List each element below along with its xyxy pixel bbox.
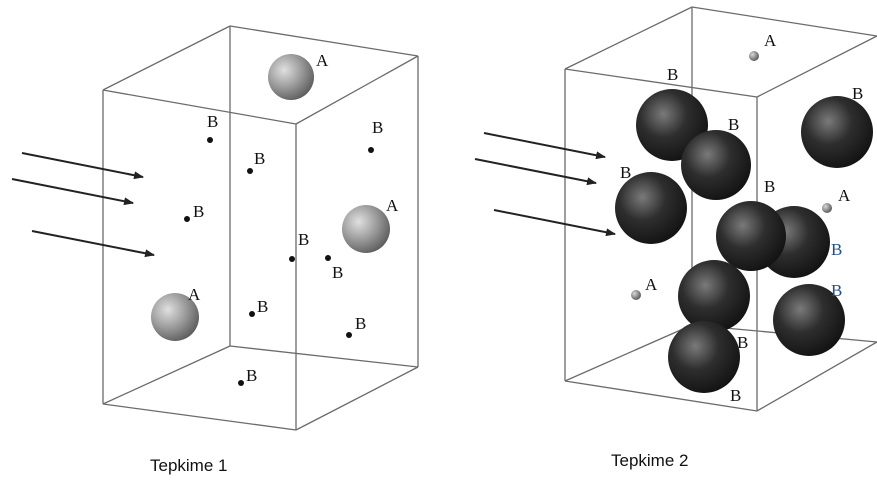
arrow <box>11 178 134 206</box>
molecule-label: B <box>254 149 265 168</box>
molecule-a <box>151 293 199 341</box>
molecule-label: B <box>372 118 383 137</box>
molecule-b <box>325 255 331 261</box>
molecule-label: B <box>193 202 204 221</box>
molecule-label: B <box>246 366 257 385</box>
molecule-b <box>184 216 190 222</box>
molecule-b <box>678 260 750 332</box>
panel-2-arrows <box>474 132 616 237</box>
molecule-b <box>716 201 786 271</box>
molecule-b <box>801 96 873 168</box>
molecule-label: B <box>207 112 218 131</box>
panel-caption: Tepkime 1 <box>150 456 227 475</box>
molecule-label: A <box>645 275 658 294</box>
molecule-b <box>346 332 352 338</box>
molecule-label: A <box>838 186 851 205</box>
molecule-a <box>268 54 314 100</box>
molecule-label: B <box>298 230 309 249</box>
molecule-label: A <box>764 31 777 50</box>
arrow <box>483 132 606 160</box>
molecule-b <box>368 147 374 153</box>
arrow <box>21 152 144 180</box>
molecule-label: A <box>188 285 201 304</box>
molecule-b <box>681 130 751 200</box>
molecule-a <box>749 51 759 61</box>
molecule-label: B <box>728 115 739 134</box>
molecule-b <box>615 172 687 244</box>
arrow <box>493 209 616 237</box>
molecule-label: B <box>764 177 775 196</box>
molecule-b <box>773 284 845 356</box>
panel-1: A A A B B B B B B B B B Tepkime 1 <box>11 25 419 475</box>
molecule-a <box>631 290 641 300</box>
molecule-b <box>289 256 295 262</box>
molecule-label: B <box>667 65 678 84</box>
molecule-b <box>247 168 253 174</box>
arrow <box>31 230 155 258</box>
molecule-label: A <box>386 196 399 215</box>
molecule-label: B <box>620 163 631 182</box>
panel-1-arrows <box>11 152 155 258</box>
panel-2: A A A B B B B B B B B B Tepkime 2 <box>474 6 877 470</box>
molecule-label: B <box>852 84 863 103</box>
molecule-b <box>207 137 213 143</box>
molecule-label: A <box>316 51 329 70</box>
molecule-a <box>822 203 832 213</box>
molecule-label: B <box>332 263 343 282</box>
arrow <box>474 158 597 186</box>
molecule-label: B <box>257 297 268 316</box>
panel-1-box <box>102 25 419 431</box>
molecule-b <box>238 380 244 386</box>
molecule-label: B <box>730 386 741 405</box>
panel-caption: Tepkime 2 <box>611 451 688 470</box>
molecule-label: B <box>737 333 748 352</box>
molecule-label: B <box>831 281 842 300</box>
molecule-a <box>342 205 390 253</box>
molecule-b <box>668 321 740 393</box>
molecule-label: B <box>831 240 842 259</box>
molecule-label: B <box>355 314 366 333</box>
molecule-b <box>249 311 255 317</box>
